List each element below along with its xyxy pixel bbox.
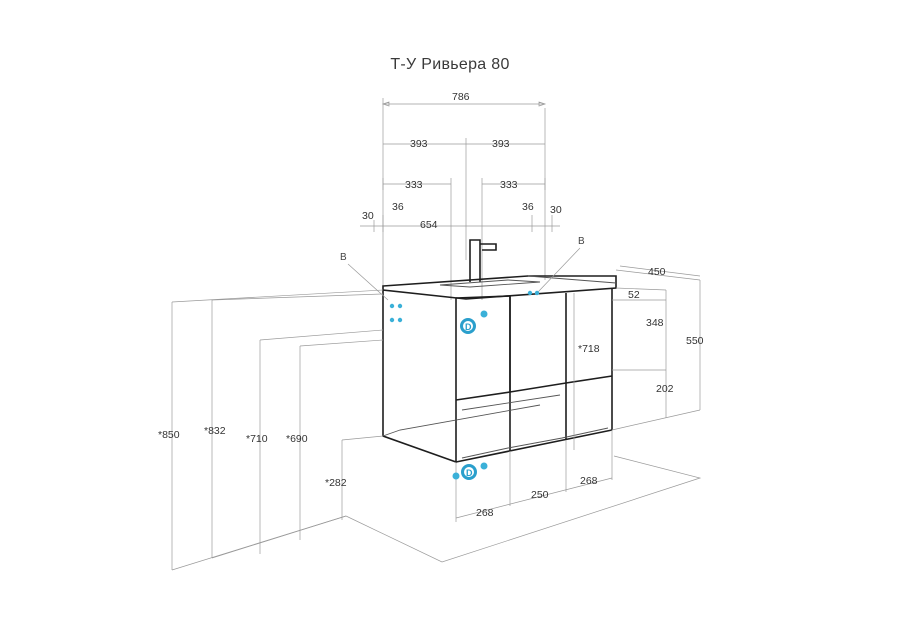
connector-dot: [389, 317, 395, 323]
dim-268-left: 268: [476, 507, 494, 519]
dim-654: 654: [420, 219, 438, 231]
drain-label: D: [465, 322, 472, 332]
label-b-left: B: [340, 252, 347, 263]
cabinet: [382, 288, 613, 464]
dim-450: 450: [648, 266, 666, 278]
dim-250: 250: [531, 489, 549, 501]
connectors: B B D D: [340, 236, 585, 480]
dim-52: 52: [628, 289, 640, 301]
side-dimensions: 450 52 348 550 *718 202: [573, 265, 704, 450]
dim-718: *718: [578, 343, 600, 355]
floor-outline: 268 250 268: [345, 430, 702, 563]
dim-30-right: 30: [550, 204, 562, 216]
connector-dot: [397, 317, 403, 323]
connector-dot: [534, 290, 540, 296]
label-b-right: B: [578, 236, 585, 247]
connector-dot: [527, 290, 533, 296]
connector-dot: [389, 303, 395, 309]
dim-393-left: 393: [410, 138, 428, 150]
dim-268-right: 268: [580, 475, 598, 487]
top-dimensions: 786 393 393 333 333 30 36 654 36 30: [360, 91, 562, 231]
connector-dot: [452, 472, 460, 480]
dim-710: *710: [246, 433, 268, 445]
dim-850: *850: [158, 429, 180, 441]
dim-282: *282: [325, 477, 347, 489]
dim-348: 348: [646, 317, 664, 329]
dim-333-right: 333: [500, 179, 518, 191]
drawing-title: Т-У Ривьера 80: [390, 56, 510, 73]
dim-30-left: 30: [362, 210, 374, 222]
connector-dot: [480, 462, 488, 470]
dim-333-left: 333: [405, 179, 423, 191]
drain-bottom-label: D: [466, 468, 473, 478]
basin-top: [382, 275, 617, 300]
dim-550: 550: [686, 335, 704, 347]
extension-lines: [373, 98, 553, 300]
drain-bottom-marker: [461, 464, 477, 480]
connector-dot: [397, 303, 403, 309]
height-dimensions: *850 *832 *710 *690 *282: [158, 289, 384, 571]
connector-dot: [480, 310, 488, 318]
dim-786: 786: [452, 91, 470, 103]
faucet: [469, 239, 497, 282]
drain-marker: [460, 318, 476, 334]
dim-36-left: 36: [392, 201, 404, 213]
dim-832: *832: [204, 425, 226, 437]
dim-202: 202: [656, 383, 674, 395]
dim-393-right: 393: [492, 138, 510, 150]
dim-690: *690: [286, 433, 308, 445]
dim-36-right: 36: [522, 201, 534, 213]
